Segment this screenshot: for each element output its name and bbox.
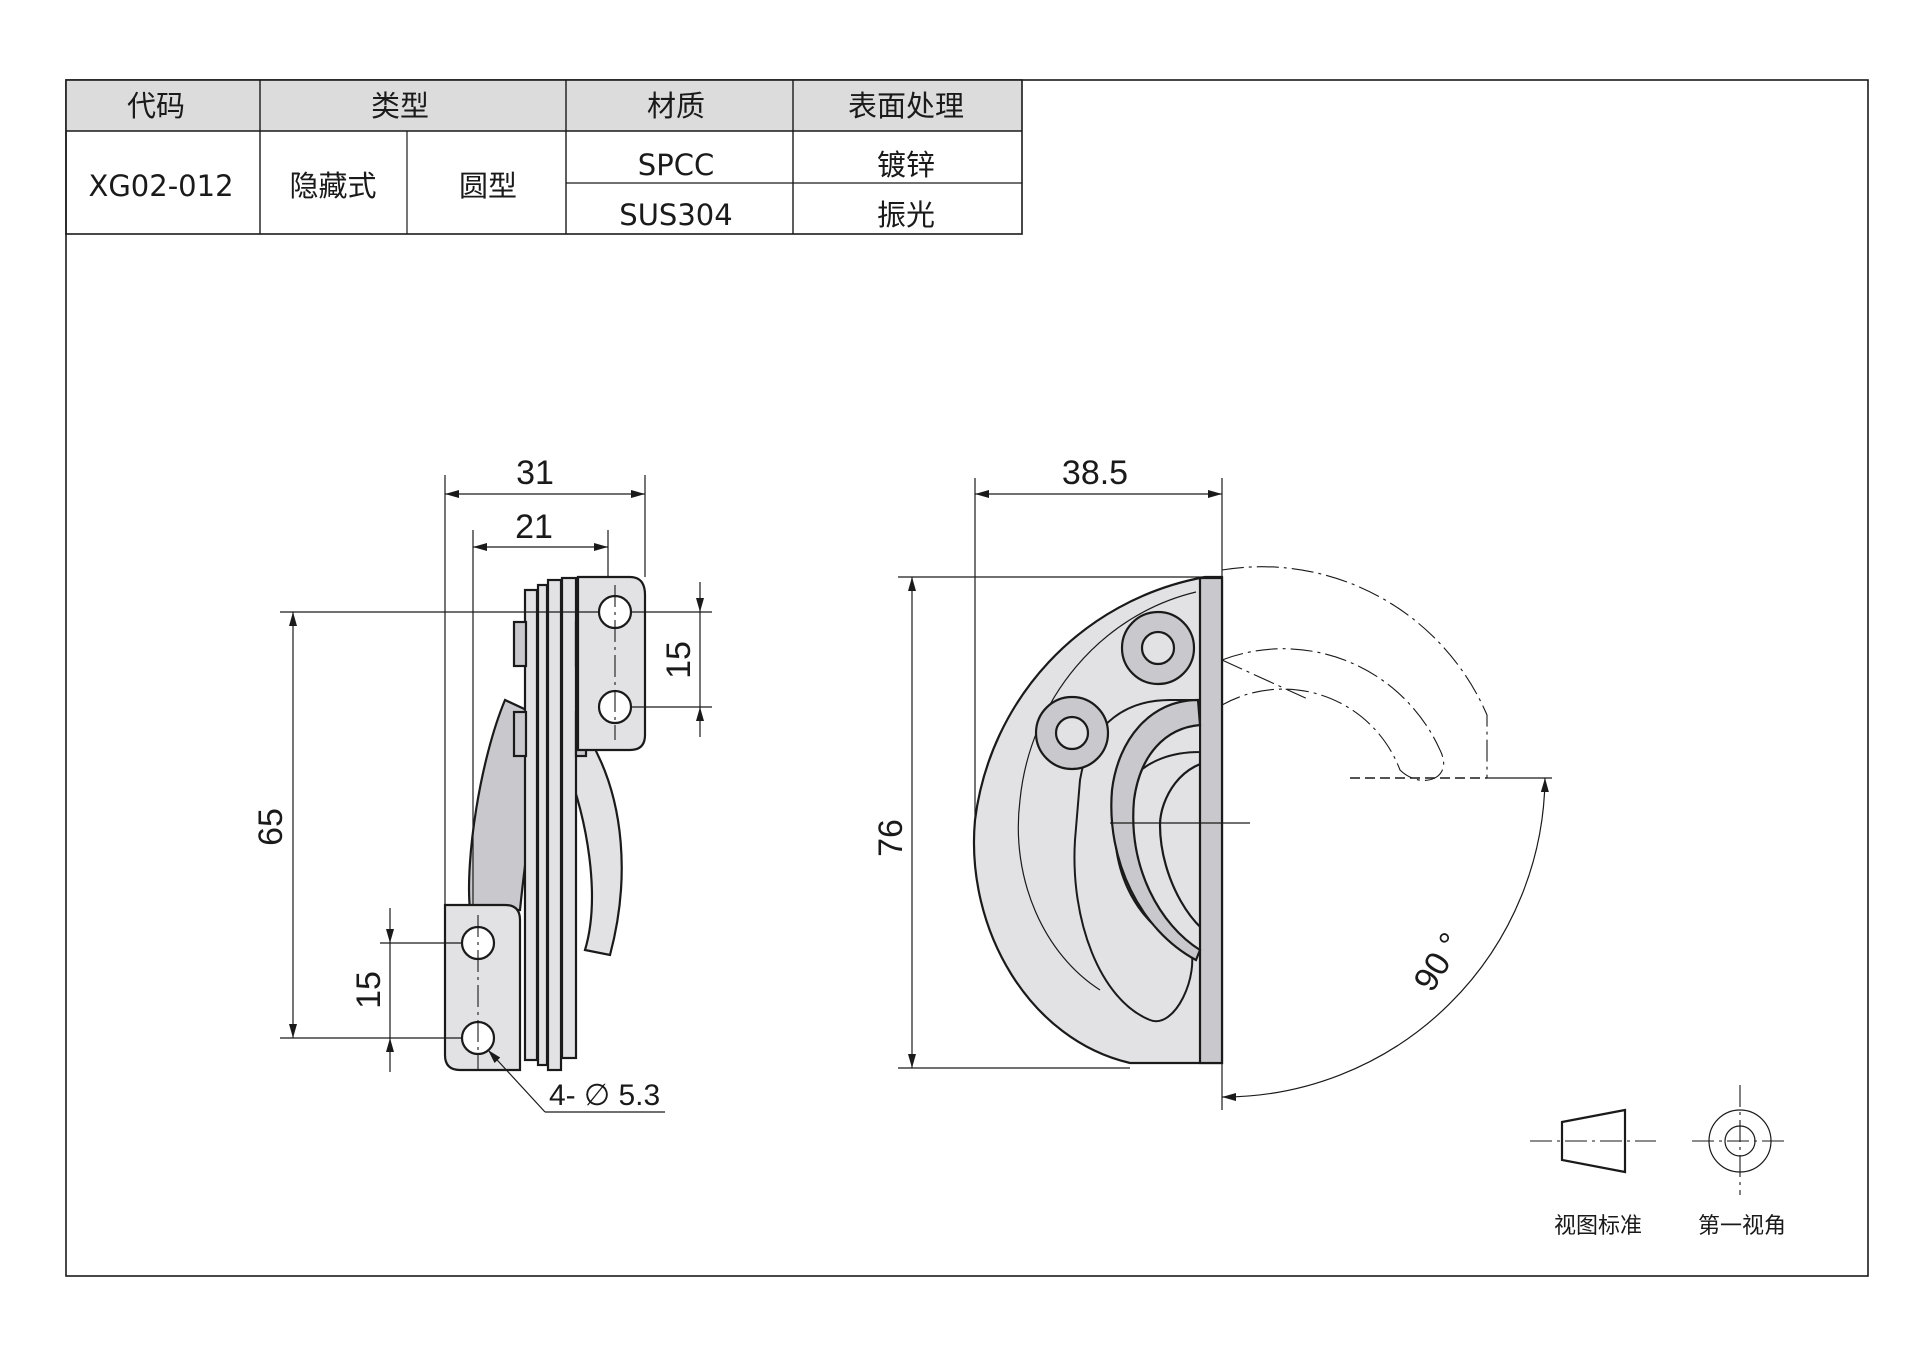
front-dim-width: 38.5 (1062, 454, 1128, 492)
front-angle-arc (1221, 777, 1549, 1102)
front-phantom-arc-inner (1221, 648, 1445, 781)
header-code: 代码 (127, 89, 185, 123)
cell-material-1: SPCC (638, 148, 714, 182)
table-header-row (66, 80, 1022, 131)
drawing-border (65, 79, 1869, 1277)
side-dim-hole-spacing-top: 15 (660, 641, 698, 679)
spec-table: 代码 类型 材质 表面处理 XG02-012 隐藏式 圆型 SPCC 镀锌 SU… (65, 79, 1023, 235)
side-plate-right (546, 578, 563, 1072)
front-view: 38.5 76 90 ° (872, 454, 1552, 1110)
cell-type-style: 隐藏式 (289, 169, 376, 203)
projection-standard-label: 视图标准 (1554, 1214, 1642, 1239)
front-rivet-upper-inner (1140, 630, 1176, 666)
front-dim-height: 76 (872, 819, 910, 857)
side-screw-2 (512, 710, 528, 758)
cell-type-shape: 圆型 (459, 169, 517, 203)
cell-finish-2: 振光 (877, 198, 935, 232)
side-dim-width-inner: 21 (515, 508, 553, 546)
front-phantom-arc-outer (1221, 566, 1488, 778)
side-view: 31 21 15 65 15 4- ∅ 5.3 (252, 454, 712, 1113)
table-outline (65, 79, 1023, 235)
cell-code: XG02-012 (88, 169, 233, 203)
side-dim-height: 65 (252, 808, 290, 846)
side-plate-mid (536, 583, 549, 1067)
header-material: 材质 (647, 89, 705, 123)
side-plate-hub (560, 576, 578, 1060)
cell-finish-1: 镀锌 (877, 148, 935, 182)
side-dim-hole-spacing-bottom: 15 (350, 971, 388, 1009)
side-screw-1 (512, 620, 528, 668)
front-side-plate (1198, 576, 1224, 1065)
projection-cone-icon (1560, 1108, 1627, 1174)
projection-angle-label: 第一视角 (1698, 1214, 1786, 1239)
header-type: 类型 (371, 89, 429, 123)
projection-symbol: 视图标准 第一视角 (1530, 1085, 1788, 1239)
front-latch-arm (1110, 698, 1202, 962)
side-hole-callout: 4- ∅ 5.3 (549, 1079, 660, 1112)
side-dim-width-total: 31 (516, 454, 554, 492)
front-dim-angle: 90 ° (1406, 926, 1470, 998)
front-rivet-lower-inner (1054, 715, 1090, 751)
front-inner-arc-1 (1017, 591, 1197, 991)
cell-material-2: SUS304 (619, 198, 732, 232)
side-arm-upper (558, 738, 623, 957)
header-finish: 表面处理 (848, 89, 964, 123)
